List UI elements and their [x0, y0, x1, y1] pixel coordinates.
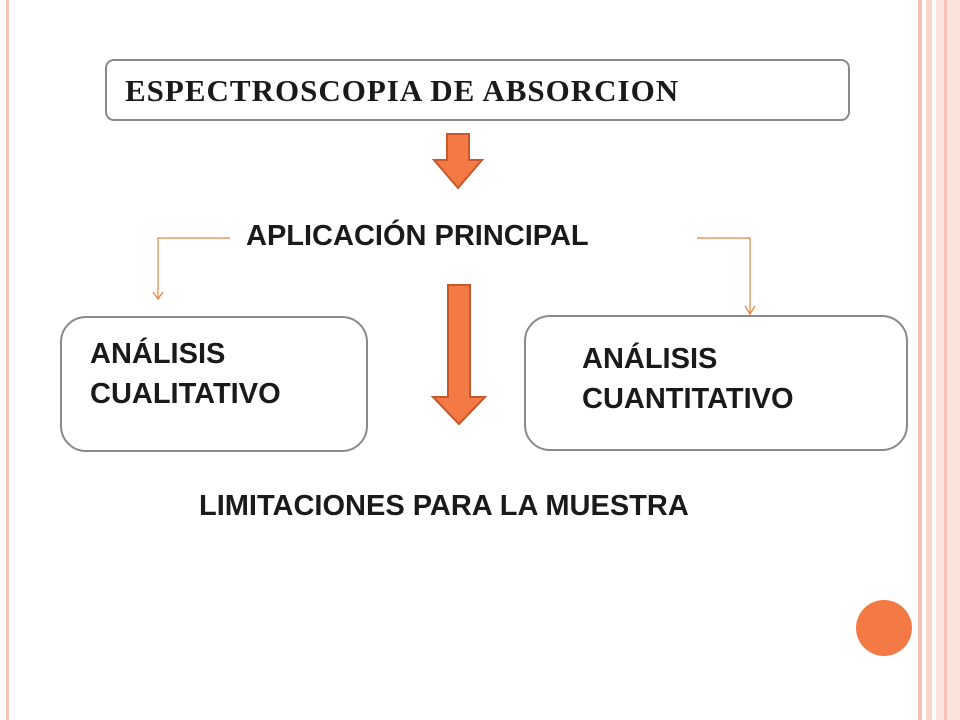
decorative-circle — [856, 600, 912, 656]
application-label: APLICACIÓN PRINCIPAL — [246, 220, 589, 252]
slide-border-left — [6, 0, 9, 720]
down-arrow-long — [430, 284, 488, 426]
connector-right — [697, 237, 751, 313]
qualitative-line-1: ANÁLISIS — [90, 338, 226, 370]
connector-left-head — [152, 291, 164, 301]
connector-right-head — [744, 305, 756, 316]
slide-border-right-line-2 — [926, 0, 932, 720]
quantitative-line-2: CUANTITATIVO — [582, 383, 794, 415]
qualitative-analysis-text: ANÁLISIS CUALITATIVO — [90, 334, 281, 414]
down-arrow-top — [431, 133, 485, 190]
quantitative-analysis-box: ANÁLISIS CUANTITATIVO — [524, 315, 908, 451]
slide-border-right-line-1 — [918, 0, 922, 720]
qualitative-analysis-box: ANÁLISIS CUALITATIVO — [60, 316, 368, 452]
quantitative-line-1: ANÁLISIS — [582, 343, 718, 375]
connector-left — [157, 237, 230, 298]
limitations-label: LIMITACIONES PARA LA MUESTRA — [199, 490, 689, 522]
quantitative-analysis-text: ANÁLISIS CUANTITATIVO — [582, 339, 794, 419]
diagram-title: ESPECTROSCOPIA DE ABSORCION — [125, 73, 680, 108]
slide-border-right-band — [936, 0, 960, 720]
slide-border-right-line-3 — [944, 0, 947, 720]
title-box: ESPECTROSCOPIA DE ABSORCION — [105, 59, 850, 121]
qualitative-line-2: CUALITATIVO — [90, 378, 281, 410]
